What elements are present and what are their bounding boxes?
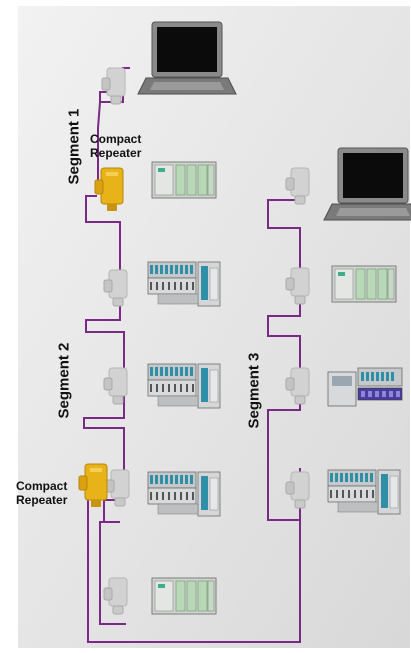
io-module-rack-icon	[147, 471, 221, 517]
plc-rack-icon	[331, 265, 397, 303]
io-module-rack-icon	[147, 363, 221, 409]
segment-1-label: Segment 1	[65, 108, 83, 185]
plc-rack-icon	[151, 161, 217, 199]
repeater-1-label-line2: Repeater	[90, 146, 142, 160]
io-module-rack-icon	[147, 261, 221, 307]
laptop-icon-segment1	[137, 21, 237, 95]
segment-2-label: Segment 2	[55, 342, 73, 419]
plc-rack-icon	[151, 577, 217, 615]
segment-3-label: Segment 3	[245, 352, 263, 429]
repeater-2-label-line1: Compact	[16, 479, 68, 493]
repeater-2-label-line2: Repeater	[16, 493, 68, 507]
repeater-1-label: Compact Repeater	[90, 132, 141, 160]
repeater-2-label: Compact Repeater	[16, 479, 67, 507]
control-unit-icon	[327, 367, 403, 407]
repeater-1-label-line1: Compact	[90, 132, 142, 146]
background-panel	[18, 6, 410, 648]
io-module-rack-icon	[327, 469, 401, 515]
